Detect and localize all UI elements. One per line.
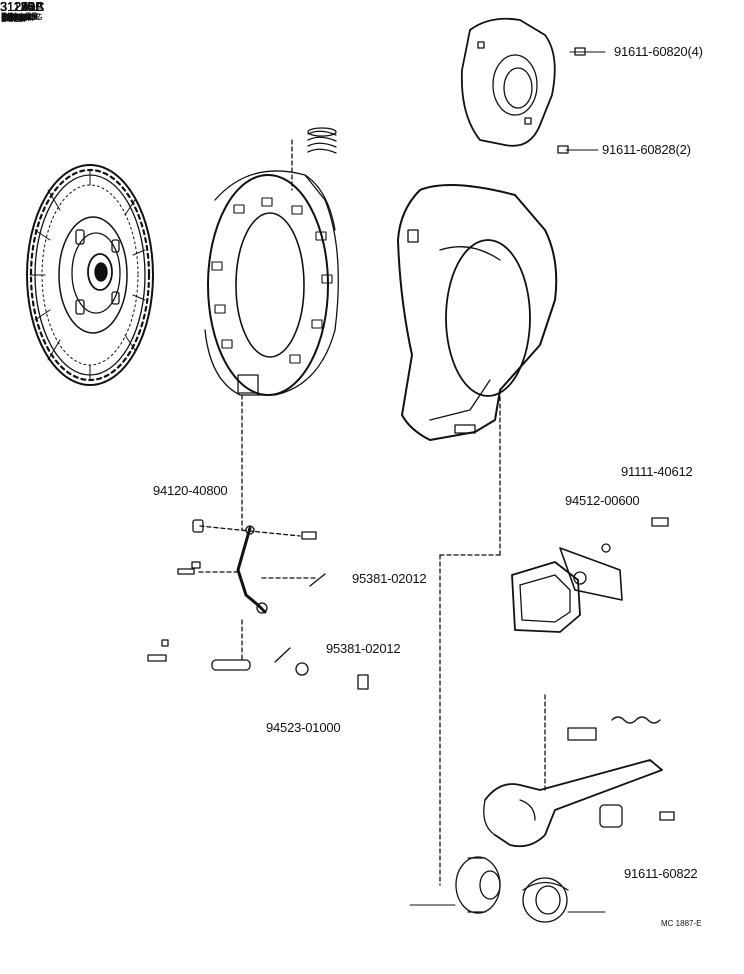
part-name: BEARING — [1, 12, 43, 22]
part-number: 31236 — [0, 0, 36, 14]
part-name: BOLT — [1, 12, 25, 22]
spring-31240a[interactable] — [611, 716, 661, 724]
part-number: 31231 — [0, 0, 36, 14]
part-name: ROLLER — [1, 11, 39, 21]
part-name: YOKE — [1, 13, 27, 23]
part-name: PIN — [1, 11, 17, 21]
part-name: BOLT — [1, 12, 25, 22]
bolt-91111-40612[interactable] — [651, 517, 669, 527]
bolt-31223c[interactable] — [357, 674, 369, 690]
pin-31223a[interactable] — [177, 568, 195, 575]
part-number: 31238 — [0, 0, 36, 14]
part-number: 31222B — [0, 0, 44, 14]
part-name: COVER — [1, 13, 35, 23]
cotter-pin-95381-a[interactable] — [309, 573, 326, 587]
release-fork-illustration[interactable] — [483, 759, 663, 848]
roller-31222c[interactable] — [161, 639, 169, 647]
part-name: PIN — [1, 11, 17, 21]
part-number: 31222C — [0, 0, 45, 14]
part-number: 31231A — [0, 0, 44, 14]
bolt-31222a[interactable] — [301, 531, 317, 540]
part-91111-40612[interactable]: 91111-40612 — [621, 464, 693, 479]
part-name: LEVER — [1, 13, 32, 23]
upper-cover-illustration[interactable] — [460, 17, 556, 147]
part-name: BOOT — [1, 14, 28, 24]
part-name: FORK — [1, 12, 27, 22]
part-95381-02012-upper[interactable]: 95381-02012 — [352, 571, 427, 586]
part-number: 31223 — [0, 0, 36, 14]
plate-31125-illustration[interactable] — [559, 547, 623, 601]
part-94512-00600[interactable]: 94512-00600 — [565, 493, 640, 508]
pressure-spring-illustration[interactable] — [307, 127, 337, 154]
part-number: 31125 — [0, 0, 35, 14]
part-name: SPRING — [1, 12, 37, 22]
part-name: PLATE — [1, 12, 30, 22]
part-number: 31222 — [0, 0, 36, 14]
pressure-plate-illustration[interactable] — [204, 170, 339, 396]
nut-94120-40800[interactable] — [192, 519, 204, 533]
part-name: HANGER — [1, 12, 41, 22]
part-number: 31223C — [0, 0, 45, 14]
part-number: 31223A — [0, 0, 44, 14]
part-name: COVER — [2, 12, 36, 22]
part-number: 31223B — [0, 0, 44, 14]
part-name: DISC — [3, 13, 26, 23]
part-91611-60828[interactable]: 91611-60828(2) — [602, 142, 691, 157]
ball-31236[interactable] — [599, 804, 623, 828]
part-number: 31221 — [0, 0, 36, 14]
washer-94512-00600[interactable] — [601, 543, 611, 553]
hanger-31238[interactable] — [567, 727, 597, 741]
part-number: 31221A — [0, 0, 44, 14]
part-name: HUB — [2, 12, 22, 22]
hub-illustration[interactable] — [522, 877, 569, 923]
part-number: 31201 — [0, 0, 36, 14]
bolt-91611-60828[interactable] — [557, 145, 569, 154]
roller-31223b[interactable] — [191, 561, 201, 569]
drawing-code: MC 1887-E — [661, 919, 702, 928]
washer-94523-01000[interactable] — [295, 662, 309, 676]
part-number: 31250 — [0, 0, 36, 14]
part-91611-60822[interactable]: 91611-60822 — [624, 866, 698, 881]
pin-31222b[interactable] — [147, 654, 167, 662]
boot-31126-illustration[interactable] — [511, 561, 581, 633]
part-91611-60820[interactable]: 91611-60820(4) — [614, 44, 703, 59]
part-number: 31222A — [0, 0, 44, 14]
part-94120-40800[interactable]: 94120-40800 — [153, 483, 228, 498]
yoke-31223[interactable] — [211, 659, 251, 671]
clutch-housing-cover-illustration[interactable] — [397, 184, 558, 441]
part-95381-02012-lower[interactable]: 95381-02012 — [326, 641, 401, 656]
part-name: ROLLER — [1, 12, 39, 22]
part-name: SPRING — [1, 12, 37, 22]
part-number: 31126 — [0, 0, 35, 14]
cotter-pin-95381-b[interactable] — [274, 647, 291, 663]
bolt-91611-60822[interactable] — [659, 811, 675, 821]
clutch-disc-illustration[interactable] — [26, 164, 154, 386]
release-bearing-illustration[interactable] — [455, 856, 501, 914]
part-name: PLATE — [1, 12, 30, 22]
part-number: 31240 — [0, 0, 36, 14]
part-name: BALL — [1, 14, 24, 24]
bolt-91611-60820[interactable] — [574, 47, 586, 56]
part-94523-01000[interactable]: 94523-01000 — [266, 720, 341, 735]
release-lever-illustration[interactable] — [236, 525, 268, 614]
part-number: 31210 — [0, 0, 36, 14]
part-number: 31240A — [0, 0, 44, 14]
